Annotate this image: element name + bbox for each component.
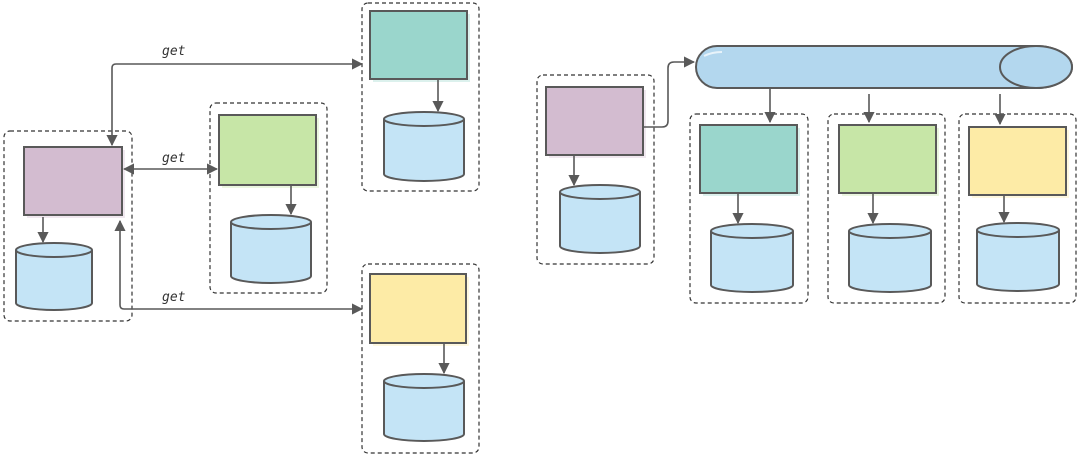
left-diagram: get get get [3,2,480,454]
arrow-producer-to-queue [643,56,696,128]
service-box-purple [23,146,123,216]
dashed-boundary [827,113,946,304]
service-group-green [209,102,328,294]
service-group-yellow-left [361,263,480,454]
cylinder-icon [15,242,93,311]
dashed-boundary [361,2,480,192]
service-box-teal [369,10,468,80]
cylinder-icon [848,223,932,293]
consumer-group-green [827,94,946,304]
right-diagram [536,45,1077,304]
dashed-boundary [361,263,480,454]
service-box-yellow [369,273,467,344]
consumer-group-teal [689,88,809,304]
dashed-boundary [689,113,809,304]
service-box-yellow [968,126,1067,196]
cylinder-icon [383,373,465,442]
label-get-bottom: get [162,290,186,305]
label-get-top: get [162,44,186,59]
dashed-boundary [958,113,1077,304]
consumer-group-yellow [958,94,1077,304]
service-group-purple-left [3,130,133,322]
service-group-purple-right [536,74,655,265]
service-box-teal [699,124,798,194]
service-box-green [218,114,317,186]
label-get-middle: get [162,151,186,166]
arrow-get-bottom [114,219,364,315]
arrow-get-top [106,58,364,147]
cylinder-icon [230,214,312,284]
cylinder-icon [559,184,641,254]
service-box-green [838,124,937,194]
service-group-teal-left [361,2,480,192]
cylinder-icon [976,222,1060,292]
service-box-purple [545,86,644,156]
cylinder-icon [383,111,465,182]
horizontal-cylinder-icon [695,45,1073,89]
dashed-boundary [3,130,133,322]
dashed-boundary [536,74,655,265]
cylinder-icon [710,223,794,293]
